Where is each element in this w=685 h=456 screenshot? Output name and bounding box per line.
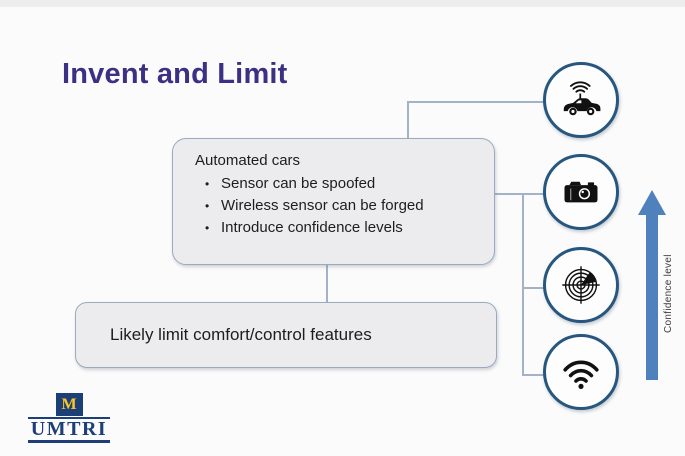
- connected-car-icon: [558, 77, 604, 123]
- michigan-block-m-icon: M: [55, 393, 83, 416]
- slide-title: Invent and Limit: [62, 58, 288, 90]
- bullet-item: • Wireless sensor can be forged: [195, 195, 484, 217]
- logo-rule: [28, 417, 110, 419]
- bullet-text: Sensor can be spoofed: [221, 175, 376, 192]
- limit-features-label: Likely limit comfort/control features: [110, 325, 372, 344]
- automated-cars-box: Automated cars • Sensor can be spoofed •…: [172, 138, 495, 265]
- bullet-marker: •: [205, 177, 210, 191]
- bullet-marker: •: [205, 199, 210, 213]
- wifi-icon: [558, 349, 604, 395]
- confidence-arrow: [638, 190, 666, 380]
- logo-rule: [28, 439, 110, 443]
- connector-line: [522, 374, 546, 376]
- connector-line: [522, 287, 546, 289]
- connector-line: [408, 101, 545, 103]
- camera-circle: [543, 154, 619, 230]
- bullet-text: Introduce confidence levels: [221, 219, 403, 236]
- connector-line: [522, 193, 524, 376]
- connected-car-circle: [543, 62, 619, 138]
- bullet-marker: •: [205, 221, 210, 235]
- automated-cars-heading: Automated cars: [195, 152, 301, 169]
- connector-line: [495, 193, 545, 195]
- confidence-level-label: Confidence level: [663, 254, 674, 333]
- connector-line: [326, 264, 328, 304]
- umtri-wordmark: UMTRI: [30, 417, 108, 440]
- radar-icon: [558, 262, 604, 308]
- bullet-item: • Sensor can be spoofed: [195, 173, 484, 195]
- wifi-circle: [543, 334, 619, 410]
- bullet-text: Wireless sensor can be forged: [221, 197, 424, 214]
- bullet-item: • Introduce confidence levels: [195, 217, 484, 239]
- camera-icon: [559, 170, 603, 214]
- automated-cars-bullet-list: • Sensor can be spoofed • Wireless senso…: [195, 173, 484, 239]
- umtri-logo: M UMTRI: [28, 393, 110, 443]
- top-strip: [0, 0, 685, 7]
- limit-features-box: Likely limit comfort/control features: [75, 302, 497, 368]
- connector-line: [407, 101, 409, 139]
- radar-circle: [543, 247, 619, 323]
